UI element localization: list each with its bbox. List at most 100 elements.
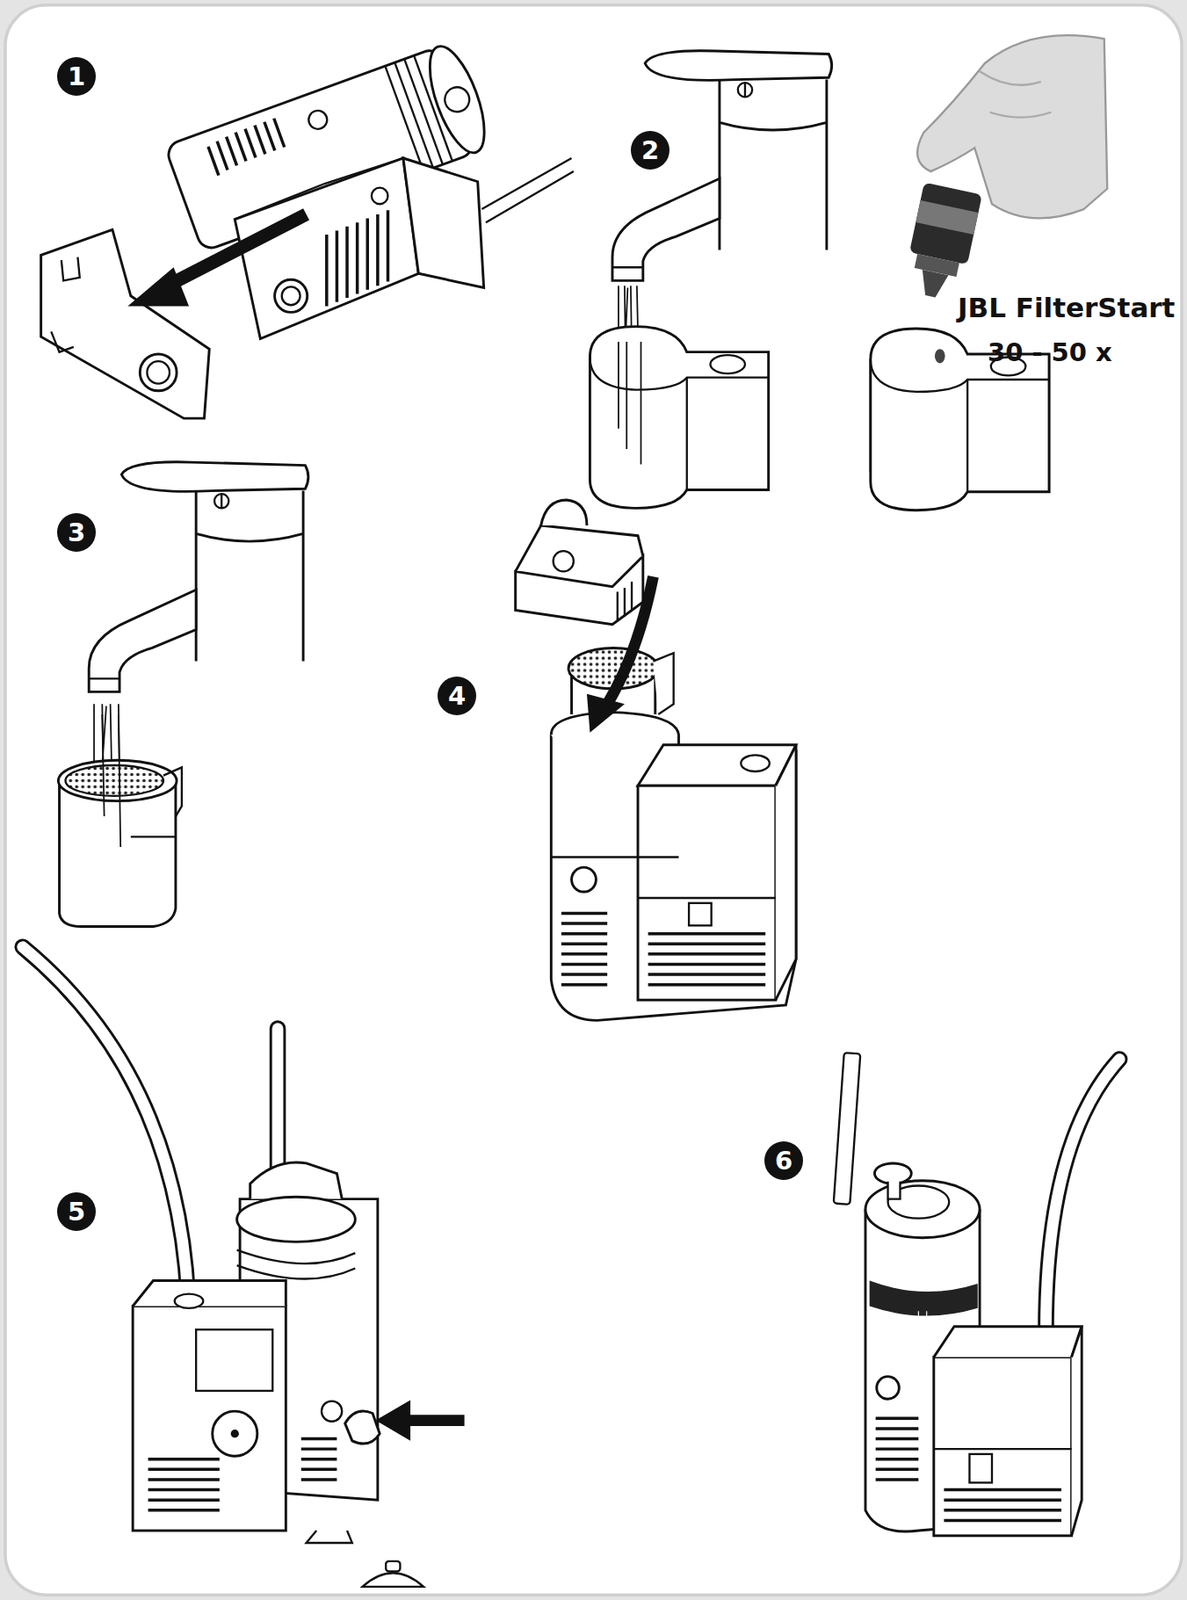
filterstart-dosing-part-part xyxy=(915,200,978,235)
callout-number: 2 xyxy=(630,130,670,170)
filter-step-4-part xyxy=(688,903,712,927)
filter-step-4-part xyxy=(571,867,597,892)
callout-number: 3 xyxy=(57,513,96,552)
filter-step-6-part xyxy=(918,1310,927,1329)
filter-step-5-part xyxy=(250,1162,343,1200)
filter-step-4-part xyxy=(637,897,776,899)
filter-step-5-part xyxy=(345,1411,380,1444)
rinse-basket-step-3-part xyxy=(65,765,164,797)
filter-step-1-part-part xyxy=(394,62,434,168)
rinse-basket-step-3-part xyxy=(130,767,182,837)
page-frame xyxy=(5,5,1182,1595)
filter-step-6 xyxy=(833,1052,1120,1536)
filter-step-5-part xyxy=(237,1250,356,1280)
filter-step-6-part xyxy=(875,1418,920,1480)
filter-step-4-part xyxy=(652,652,674,715)
rinse-sponge-step-2-part xyxy=(589,326,768,509)
filter-step-6-part xyxy=(874,1163,912,1184)
filter-step-1-part xyxy=(127,267,189,306)
filter-step-1-part-part xyxy=(305,108,330,132)
filter-step-4-part xyxy=(637,745,797,786)
filter-step-5-part xyxy=(385,1561,400,1572)
filter-step-5-part xyxy=(301,1439,338,1480)
filter-step-6-part xyxy=(969,1454,992,1484)
filter-step-6-part xyxy=(943,1490,1062,1521)
filter-step-5-part xyxy=(231,1429,239,1438)
rinse-sponge-step-2-part xyxy=(612,50,833,282)
filter-step-1-part xyxy=(326,209,389,306)
filter-step-1-part xyxy=(163,214,307,289)
filter-step-4-part xyxy=(553,550,574,572)
rinse-basket-step-3-part xyxy=(59,780,176,927)
rinse-basket-step-3-part xyxy=(57,759,177,801)
filter-step-4-part xyxy=(607,576,653,704)
filter-step-1-part xyxy=(146,361,170,384)
filter-step-5-part xyxy=(212,1411,258,1456)
filter-step-1-part xyxy=(403,158,485,288)
filterstart-dosing-part-part xyxy=(909,182,983,266)
filter-step-1-part-part xyxy=(404,58,443,165)
filter-step-6-part xyxy=(933,1326,1082,1358)
filter-step-5-part xyxy=(376,1399,411,1441)
filter-step-6-part xyxy=(1071,1326,1083,1536)
filter-step-1-part xyxy=(234,158,419,340)
filter-step-4-part xyxy=(515,525,644,572)
callout-number: 6 xyxy=(764,1141,804,1180)
filter-step-1 xyxy=(41,39,574,419)
filterstart-dosing-part xyxy=(934,348,946,363)
filter-step-1-part-part xyxy=(413,55,453,161)
filter-step-6-part xyxy=(869,1280,978,1316)
filter-step-4-part xyxy=(550,855,679,858)
filter-step-4-part xyxy=(740,754,770,772)
rinse-basket-step-3-part xyxy=(88,462,309,693)
filter-step-5-part xyxy=(403,1414,465,1426)
filter-step-1-part xyxy=(50,257,80,353)
filter-step-4-part xyxy=(617,581,632,621)
filter-step-4-part xyxy=(648,933,767,985)
filter-step-4-part xyxy=(586,694,625,733)
callout-number: 4 xyxy=(437,676,477,716)
filter-step-5-part xyxy=(132,1280,286,1306)
filter-step-4-part xyxy=(541,499,587,526)
filter-step-5 xyxy=(22,947,465,1587)
filter-step-1-part-part xyxy=(384,65,424,172)
filter-step-5-part xyxy=(22,947,189,1327)
filter-step-6-part xyxy=(888,1181,901,1200)
filterstart-dosing-part xyxy=(979,71,1051,117)
filter-step-6-part xyxy=(933,1447,1072,1450)
filter-step-6-part xyxy=(933,1357,1072,1536)
filter-step-5-part xyxy=(237,1196,356,1242)
rinse-basket-step-3 xyxy=(57,462,309,927)
filter-step-1-part xyxy=(481,158,574,223)
filter-step-1-part-part xyxy=(441,83,473,116)
filter-step-1-part xyxy=(41,229,210,419)
filter-step-5-part xyxy=(361,1572,424,1587)
filterstart-dosing-part-part xyxy=(917,269,949,300)
filter-step-4 xyxy=(515,499,797,1021)
rinse-basket-step-3-part xyxy=(101,714,121,847)
filter-step-6-part xyxy=(1045,1058,1120,1347)
filter-step-1-part xyxy=(282,286,301,305)
filter-step-1-part xyxy=(275,279,308,312)
filterstart-dosing xyxy=(870,35,1108,510)
product-label: 30 - 50 x xyxy=(987,337,1113,368)
filter-step-1-part xyxy=(139,354,177,391)
filter-step-1-part-part xyxy=(206,118,286,176)
filter-step-6-part xyxy=(865,1180,980,1238)
filter-step-4-part xyxy=(775,745,797,1000)
filter-step-5-part xyxy=(174,1294,204,1309)
callout-number: 1 xyxy=(57,57,96,96)
filter-step-1-part xyxy=(371,188,389,205)
filter-step-5-part xyxy=(148,1459,220,1511)
filter-step-5-part xyxy=(306,1530,353,1543)
filter-step-5-part xyxy=(269,1028,287,1185)
filter-step-6-part xyxy=(1045,1058,1120,1347)
product-label: JBL FilterStart xyxy=(957,291,1175,324)
filter-step-4-part xyxy=(561,912,608,985)
rinse-sponge-step-2 xyxy=(589,50,832,509)
filter-step-5-part xyxy=(321,1401,342,1422)
filter-step-4-part xyxy=(637,785,776,1000)
filter-step-6-part xyxy=(876,1376,900,1400)
